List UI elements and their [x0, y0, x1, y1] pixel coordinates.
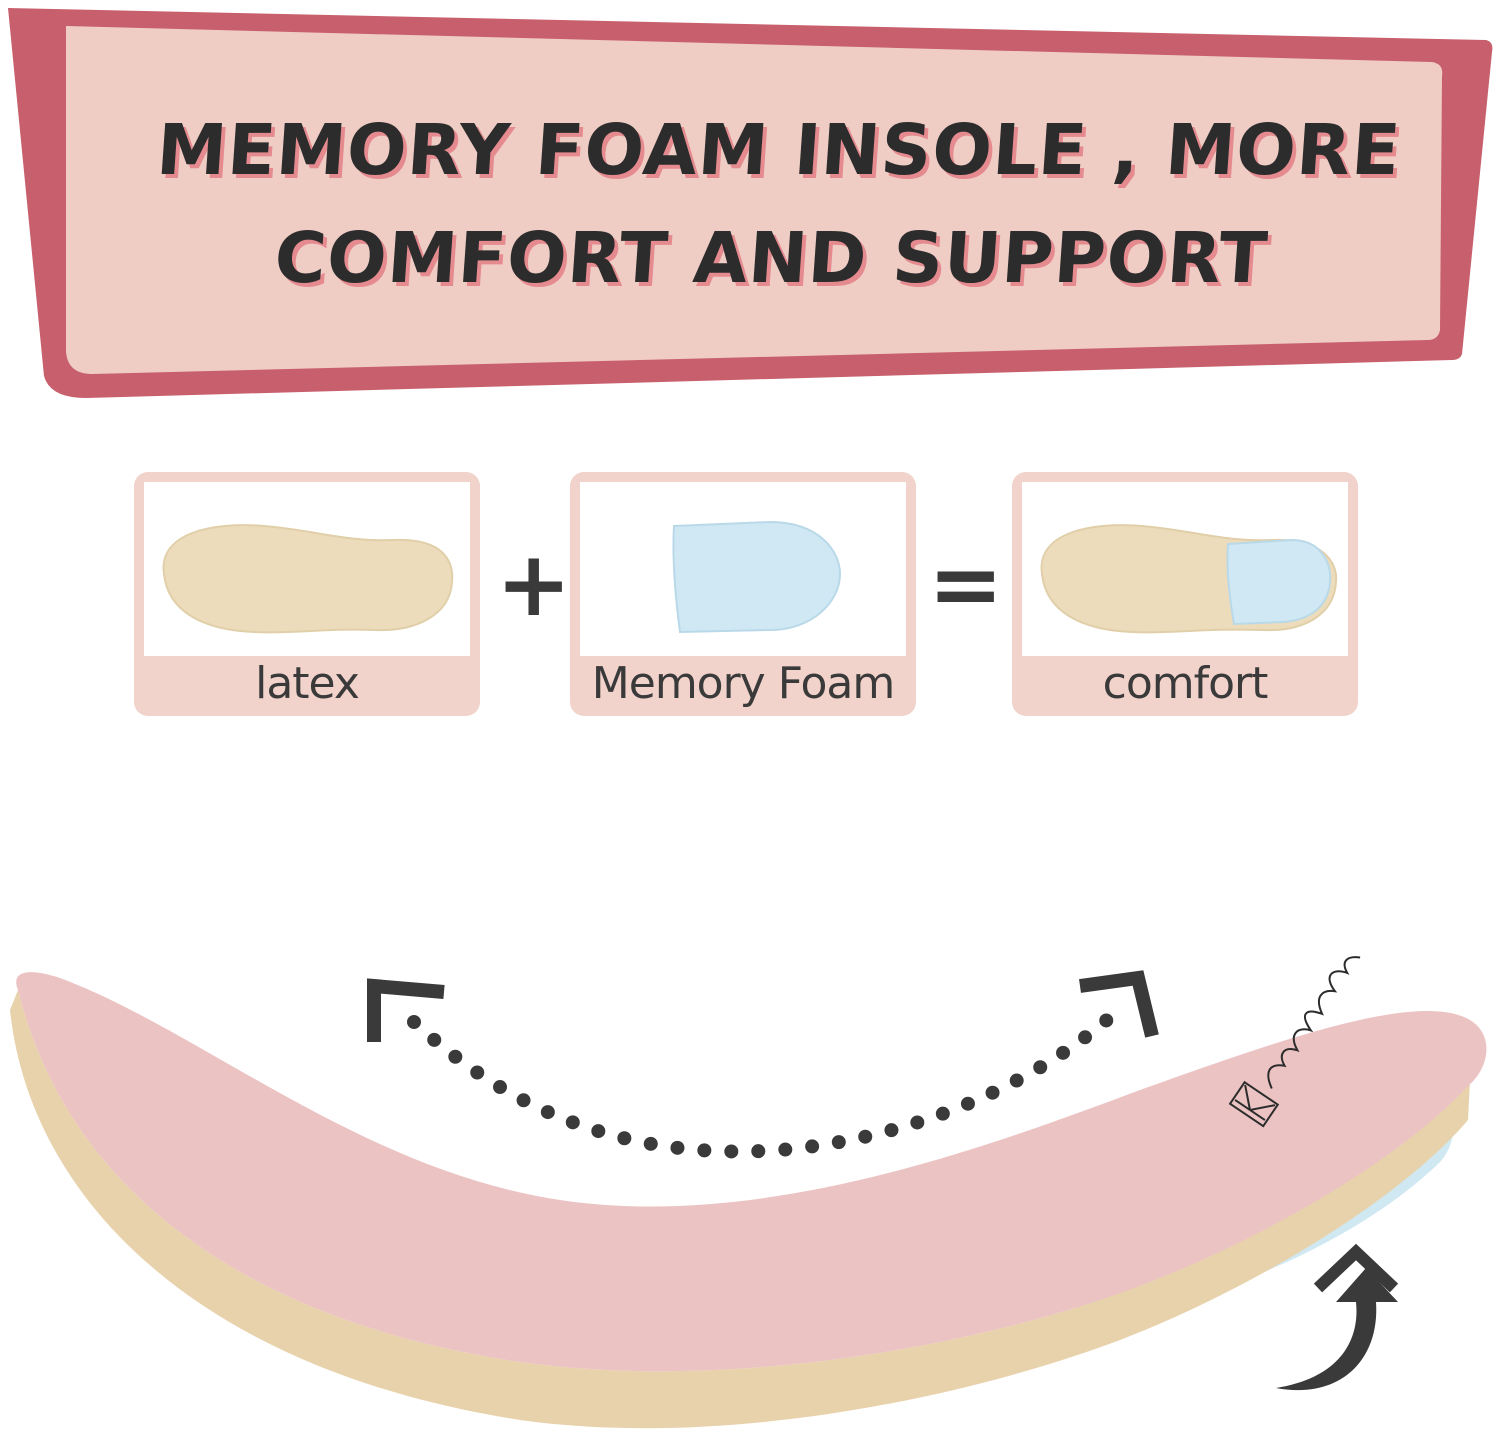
latex-image-frame — [144, 482, 470, 656]
latex-card: latex — [134, 472, 480, 716]
brand-logo — [1228, 956, 1361, 1128]
latex-insole-image — [162, 524, 454, 634]
headline-line-1: MEMORY FOAM INSOLE , MORE — [154, 109, 1404, 191]
memory-foam-card: Memory Foam — [570, 472, 916, 716]
insole-illustration — [10, 956, 1487, 1429]
comfort-image-frame — [1022, 482, 1348, 656]
latex-edge — [10, 990, 1470, 1429]
combined-insole-image — [1040, 524, 1338, 634]
equals-sign: = — [928, 532, 1004, 637]
headline: MEMORY FOAM INSOLE , MORE COMFORT AND SU… — [72, 96, 1477, 312]
plus-sign: + — [496, 532, 572, 637]
headline-line-2: COMFORT AND SUPPORT — [271, 217, 1271, 299]
flex-arrow-icon — [367, 970, 1159, 1159]
comfort-label: comfort — [1102, 658, 1269, 709]
memory-foam-image — [672, 520, 842, 634]
memory-foam-image-frame — [580, 482, 906, 656]
pink-top-layer — [16, 972, 1487, 1372]
banner — [8, 8, 1493, 398]
memory-foam-label: Memory Foam — [591, 658, 895, 709]
latex-label: latex — [255, 658, 360, 709]
comfort-card: comfort — [1012, 472, 1358, 716]
lift-arrow-icon — [1276, 1243, 1399, 1391]
